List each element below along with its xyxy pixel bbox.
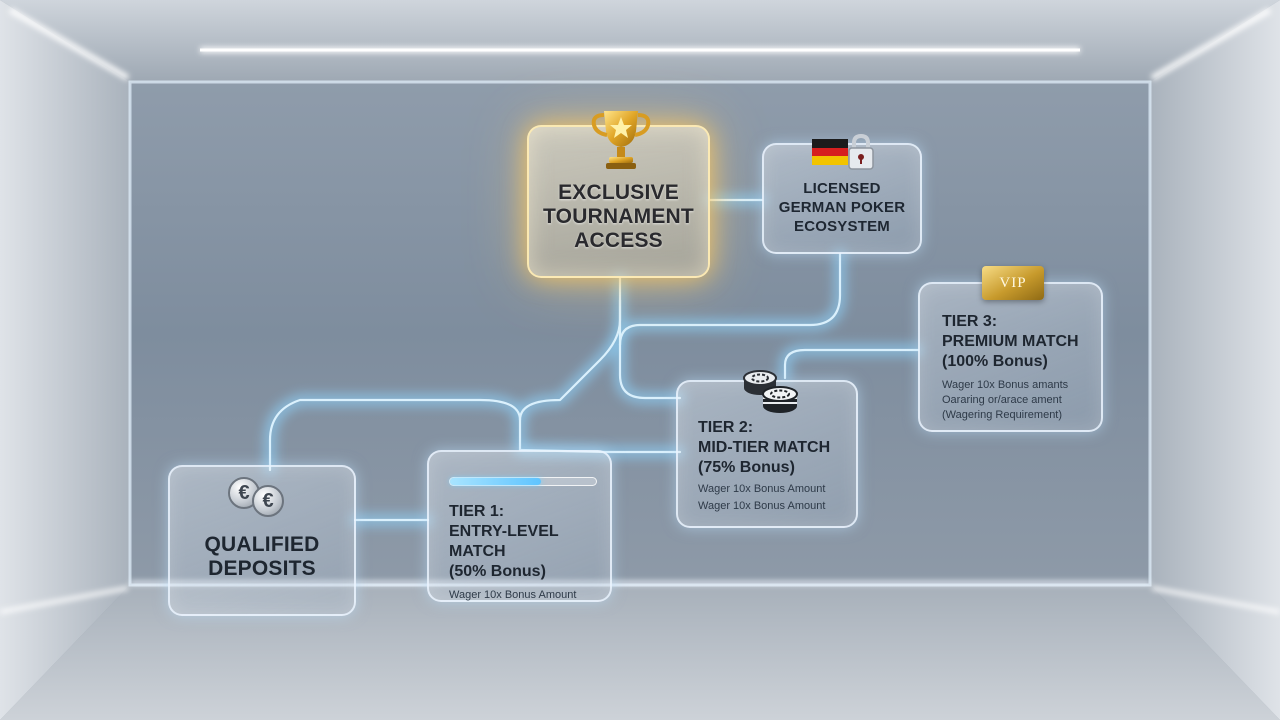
tier1-title-line-3: (50% Bonus) (449, 563, 546, 580)
tier3-title-line-1: TIER 3: (942, 313, 998, 330)
licensed-title-line-2: GERMAN POKER (778, 199, 906, 216)
euro-coins-icon: € € (228, 475, 298, 517)
tier1-detail-1: Wager 10x Bonus Amount (449, 589, 577, 601)
node-exclusive-tournament-access: EXCLUSIVE TOURNAMENT ACCESS (527, 111, 710, 278)
german-flag-icon (812, 139, 848, 165)
deposits-title-line-2: DEPOSITS (208, 557, 316, 580)
tier1-progress-bar (449, 477, 597, 486)
deposits-title-line-1: QUALIFIED (204, 533, 320, 556)
tier3-detail-3: (Wagering Requirement) (942, 409, 1063, 421)
tier3-detail-2: Oararing or/arace ament (942, 394, 1062, 406)
tier2-title-line-1: TIER 2: (698, 419, 754, 436)
vip-badge: VIP (982, 266, 1044, 300)
poker-chips-icon (743, 370, 798, 413)
tier1-progress-fill (450, 478, 541, 485)
tier2-title-line-3: (75% Bonus) (698, 459, 795, 476)
tier1-title-line-1: TIER 1: (449, 503, 505, 520)
node-tier-3-premium-match: VIP TIER 3: PREMIUM MATCH (100% Bonus) W… (918, 266, 1103, 432)
node-tier-2-mid-tier-match: TIER 2: MID-TIER MATCH (75% Bonus) Wager… (676, 370, 858, 528)
node-licensed-german-poker-ecosystem: LICENSED GERMAN POKER ECOSYSTEM (762, 133, 922, 254)
tier2-detail-2: Wager 10x Bonus Amount (698, 500, 826, 512)
padlock-icon (848, 133, 874, 170)
tournament-title-line-1: EXCLUSIVE (558, 181, 679, 204)
licensed-title-line-1: LICENSED (803, 180, 881, 197)
euro-coin-front: € (252, 485, 284, 517)
node-qualified-deposits: € € QUALIFIED DEPOSITS (168, 465, 356, 616)
node-tier-1-entry-level-match: TIER 1: ENTRY-LEVEL MATCH (50% Bonus) Wa… (427, 450, 612, 602)
tier2-detail-1: Wager 10x Bonus Amount (698, 483, 826, 495)
tier2-title-line-2: MID-TIER MATCH (698, 439, 831, 456)
trophy-icon (591, 111, 651, 169)
tier3-detail-1: Wager 10x Bonus amants (942, 379, 1069, 391)
tournament-title-line-3: ACCESS (574, 229, 663, 252)
licensed-title-line-3: ECOSYSTEM (794, 218, 890, 235)
tier1-title-line-2: ENTRY-LEVEL MATCH (449, 523, 559, 560)
tournament-title-line-2: TOURNAMENT (543, 205, 694, 228)
tier3-title-line-2: PREMIUM MATCH (942, 333, 1079, 350)
tier3-title-line-3: (100% Bonus) (942, 353, 1048, 370)
